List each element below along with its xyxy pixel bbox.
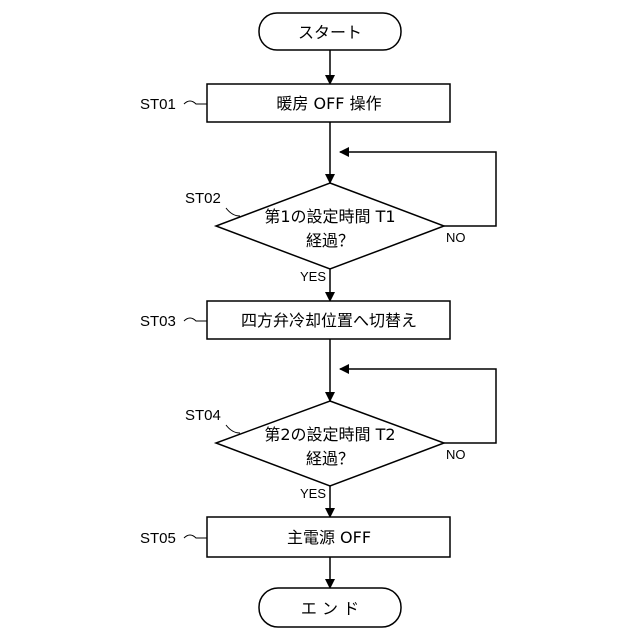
st02-line2: 経過？ (306, 231, 354, 250)
st02-yes-label: YES (300, 269, 326, 284)
process-st05: 主電源 OFF (207, 517, 450, 557)
step-id-st02: ST02 (185, 190, 221, 207)
start-terminal: スタート (259, 13, 404, 53)
decision-st02: 第1の設定時間 T1 経過？ (216, 183, 444, 269)
st05-label: 主電源 OFF (287, 528, 371, 547)
leader-st03 (184, 318, 207, 321)
step-id-st01: ST01 (140, 96, 176, 113)
st04-yes-label: YES (300, 486, 326, 501)
step-id-st03: ST03 (140, 313, 176, 330)
st04-line2: 経過？ (306, 449, 354, 468)
process-st01: 暖房 OFF 操作 (207, 84, 450, 122)
leader-st02 (226, 208, 240, 216)
st02-no-label: NO (446, 230, 466, 245)
start-label: スタート (298, 23, 362, 42)
process-st03: 四方弁冷却位置へ切替え (207, 301, 450, 339)
end-label: エ ン ド (301, 599, 359, 618)
st03-label: 四方弁冷却位置へ切替え (241, 311, 417, 330)
decision-st04: 第2の設定時間 T2 経過？ (216, 401, 444, 486)
leader-st01 (184, 101, 207, 104)
st04-no-label: NO (446, 447, 466, 462)
leader-st05 (184, 535, 207, 538)
leader-st04 (226, 425, 240, 433)
st01-label: 暖房 OFF 操作 (276, 94, 381, 113)
end-terminal: エ ン ド (259, 588, 401, 627)
st04-line1: 第2の設定時間 T2 (264, 425, 395, 444)
step-id-st04: ST04 (185, 407, 221, 424)
st02-line1: 第1の設定時間 T1 (264, 207, 395, 226)
step-id-st05: ST05 (140, 530, 176, 547)
